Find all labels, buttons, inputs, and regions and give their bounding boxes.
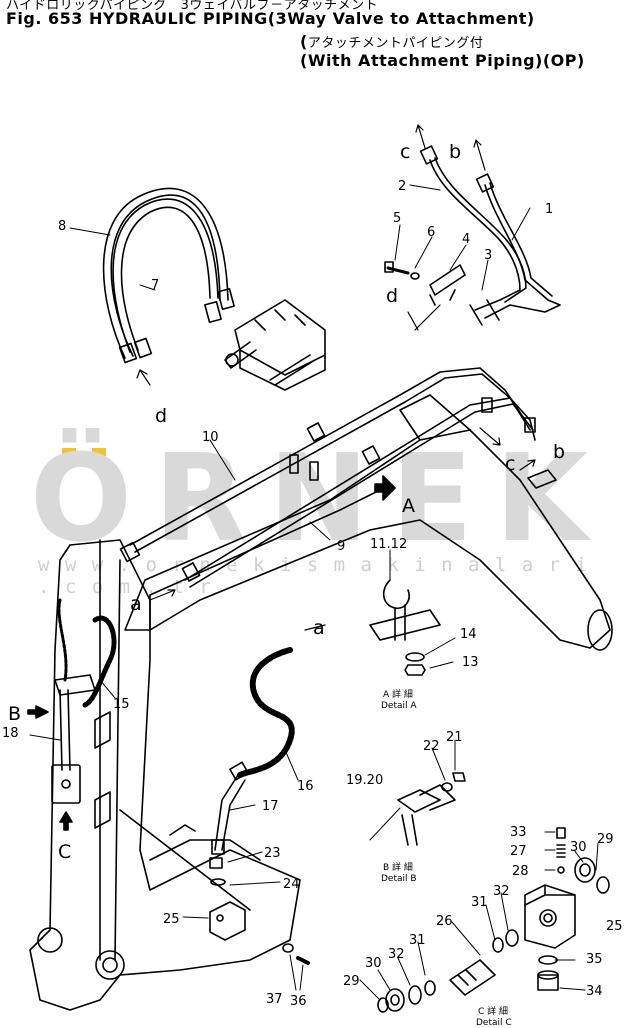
boom-structure xyxy=(119,367,613,651)
detail-c-caption: Detail C xyxy=(476,1018,512,1028)
detail-a-caption: Detail A xyxy=(381,701,417,711)
title-jp-top: ハイドロリックパイピング 3ウェイバルブ－アタッチメント xyxy=(6,0,379,13)
label-part-17: 17 xyxy=(262,799,279,814)
label-part-3: 3 xyxy=(484,248,492,263)
label-part-25-a: 25 xyxy=(163,912,180,927)
pipe-assembly-1-2 xyxy=(384,124,561,331)
label-part-7: 7 xyxy=(151,278,159,293)
label-part-23: 23 xyxy=(264,846,281,861)
label-B: B xyxy=(8,703,21,725)
label-b-boom: b xyxy=(553,441,565,463)
label-part-30-b: 30 xyxy=(365,956,382,971)
label-part-13: 13 xyxy=(462,655,479,670)
valve-block-top xyxy=(224,299,326,391)
label-part-4: 4 xyxy=(462,232,470,247)
label-part-5: 5 xyxy=(393,211,401,226)
label-c-boom: c xyxy=(505,453,515,475)
label-c-top: c xyxy=(400,141,410,163)
detail-b-jp: B 詳 細 xyxy=(383,861,413,873)
letter-labels: c b d d c b a a A B C xyxy=(8,141,565,863)
label-part-2: 2 xyxy=(398,179,406,194)
label-part-26: 26 xyxy=(436,914,453,929)
label-part-28: 28 xyxy=(512,864,529,879)
watermark-dot xyxy=(92,448,106,456)
watermark-dot xyxy=(62,448,76,456)
label-part-29-b: 29 xyxy=(343,974,360,989)
label-part-22: 22 xyxy=(423,739,440,754)
label-A: A xyxy=(402,495,415,517)
hose-16-pipe-17 xyxy=(209,624,326,965)
leader-lines xyxy=(29,184,599,1001)
label-part-15: 15 xyxy=(113,697,130,712)
title-line3: (With Attachment Piping)(OP) xyxy=(300,51,585,70)
label-part-9: 9 xyxy=(337,539,345,554)
label-a-boom: a xyxy=(130,593,142,615)
detail-a xyxy=(369,579,441,676)
hose-assembly-7-8 xyxy=(102,187,235,386)
figure-title: Fig. 653 HYDRAULIC PIPING(3Way Valve to … xyxy=(6,9,535,28)
label-part-16: 16 xyxy=(297,779,314,794)
label-a-hose: a xyxy=(313,617,325,639)
label-part-36: 36 xyxy=(290,994,307,1009)
label-part-37: 37 xyxy=(266,992,283,1007)
label-part-25-b: 25 xyxy=(606,919,623,934)
label-part-30-a: 30 xyxy=(570,840,587,855)
label-part-24: 24 xyxy=(283,877,300,892)
label-part-32-a: 32 xyxy=(493,884,510,899)
label-part-10: 10 xyxy=(202,430,219,445)
label-part-29-a: 29 xyxy=(597,832,614,847)
detail-b-caption: Detail B xyxy=(381,874,417,884)
label-part-19-20: 19.20 xyxy=(346,773,383,788)
detail-c xyxy=(377,827,610,1013)
label-part-8: 8 xyxy=(58,219,66,234)
label-part-35: 35 xyxy=(586,952,603,967)
label-part-21: 21 xyxy=(446,730,463,745)
title-suffix: (OP) xyxy=(542,51,585,70)
labels: 1 2 3 4 5 6 7 8 9 10 11.12 13 14 15 16 1… xyxy=(2,179,623,1009)
title-en-sub: With Attachment Piping xyxy=(307,51,536,70)
detail-captions: A 詳 細 Detail A B 詳 細 Detail B C 詳 細 Deta… xyxy=(381,688,512,1028)
label-d-right: d xyxy=(386,285,398,307)
label-part-1: 1 xyxy=(545,202,553,217)
arm-structure xyxy=(27,539,301,1011)
label-C: C xyxy=(58,841,71,863)
label-part-34: 34 xyxy=(586,984,603,999)
label-d-left: d xyxy=(155,405,167,427)
label-part-14: 14 xyxy=(460,627,477,642)
detail-a-jp: A 詳 細 xyxy=(383,688,413,700)
title-line2: (アタッチメントパイピング付 xyxy=(300,32,484,51)
detail-b xyxy=(397,772,466,846)
title-jp: アタッチメントパイピング付 xyxy=(307,36,484,51)
label-part-11-12: 11.12 xyxy=(370,537,407,552)
detail-c-jp: C 詳 細 xyxy=(478,1005,508,1017)
label-part-6: 6 xyxy=(427,225,435,240)
watermark-brand: ÖRNEK xyxy=(30,430,610,569)
label-part-31-b: 31 xyxy=(409,933,426,948)
title-line1: Fig. 653 HYDRAULIC PIPING xyxy=(6,9,268,28)
title-line1b: 3Way Valve to Attachment xyxy=(275,9,527,28)
label-part-18: 18 xyxy=(2,726,19,741)
label-part-31-a: 31 xyxy=(471,895,488,910)
label-part-33: 33 xyxy=(510,825,527,840)
label-part-27: 27 xyxy=(510,844,527,859)
label-part-32-b: 32 xyxy=(388,947,405,962)
label-b-top: b xyxy=(449,141,461,163)
